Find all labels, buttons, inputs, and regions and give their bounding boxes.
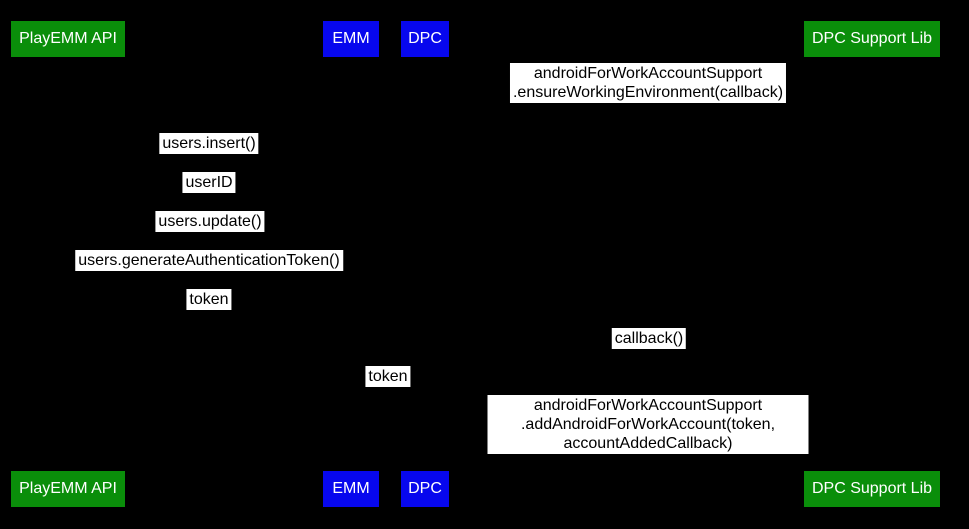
actor-dpc-bottom: DPC: [401, 471, 449, 507]
message-ensure-working-environment: androidForWorkAccountSupport .ensureWork…: [509, 63, 787, 103]
message-users-generate-authentication-token: users.generateAuthenticationToken(): [75, 250, 343, 271]
actor-playemm-api-bottom: PlayEMM API: [11, 471, 125, 507]
message-users-insert: users.insert(): [159, 133, 259, 154]
actor-playemm-api-top: PlayEMM API: [11, 21, 125, 57]
message-callback: callback(): [611, 328, 687, 349]
message-add-android-for-work-account: androidForWorkAccountSupport .addAndroid…: [487, 395, 809, 454]
message-users-update: users.update(): [155, 211, 265, 232]
lifeline-emm: [351, 57, 352, 471]
actor-dpc-support-lib-bottom: DPC Support Lib: [804, 471, 940, 507]
message-token-returned: token: [186, 289, 232, 310]
lifeline-playemm-api: [68, 57, 69, 471]
lifeline-dpc: [424, 57, 425, 471]
actor-dpc-support-lib-top: DPC Support Lib: [804, 21, 940, 57]
actor-emm-bottom: EMM: [323, 471, 379, 507]
message-user-id: userID: [182, 172, 236, 193]
lifeline-dpc-support-lib: [872, 57, 873, 471]
actor-dpc-top: DPC: [401, 21, 449, 57]
actor-emm-top: EMM: [323, 21, 379, 57]
message-token-passed: token: [365, 366, 411, 387]
